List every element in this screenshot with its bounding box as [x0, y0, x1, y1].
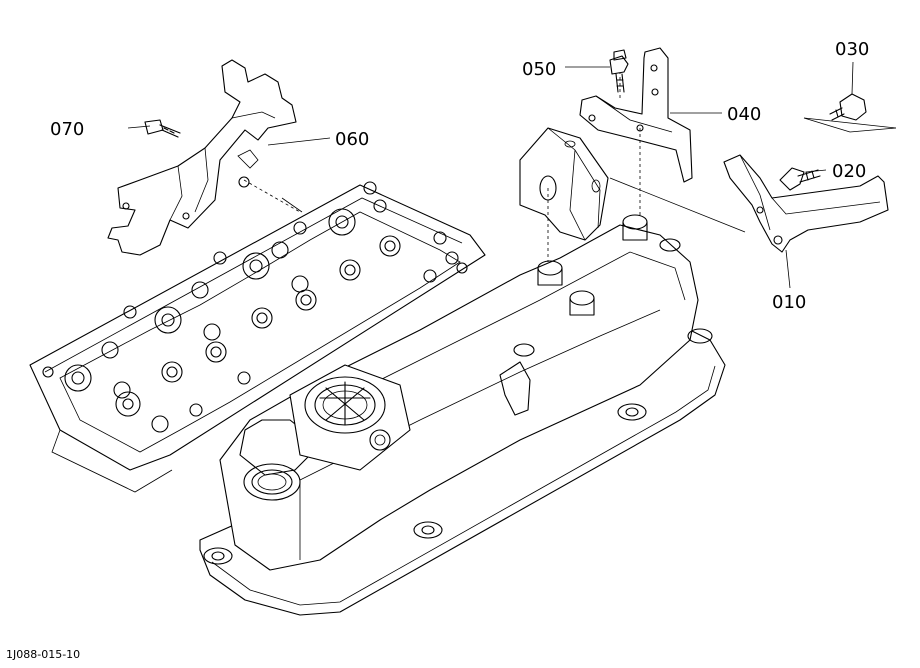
callout-010: 010	[772, 292, 806, 313]
figure-code: 1J088-015-10	[6, 648, 80, 661]
engine-hanger-drawing	[519, 127, 609, 262]
callout-020: 020	[832, 161, 866, 182]
bracket-040-drawing	[579, 47, 693, 215]
bracket-060-drawing	[107, 59, 301, 256]
callout-060: 060	[335, 129, 369, 150]
callout-040: 040	[727, 104, 761, 125]
callout-050: 050	[522, 59, 556, 80]
callout-labels: 010 020 030 040 050 060 070	[50, 39, 869, 313]
leader-lines	[127, 61, 854, 289]
head-cover-drawing	[199, 214, 726, 616]
callout-030: 030	[835, 39, 869, 60]
cylinder-head-drawing	[29, 181, 486, 493]
callout-070: 070	[50, 119, 84, 140]
